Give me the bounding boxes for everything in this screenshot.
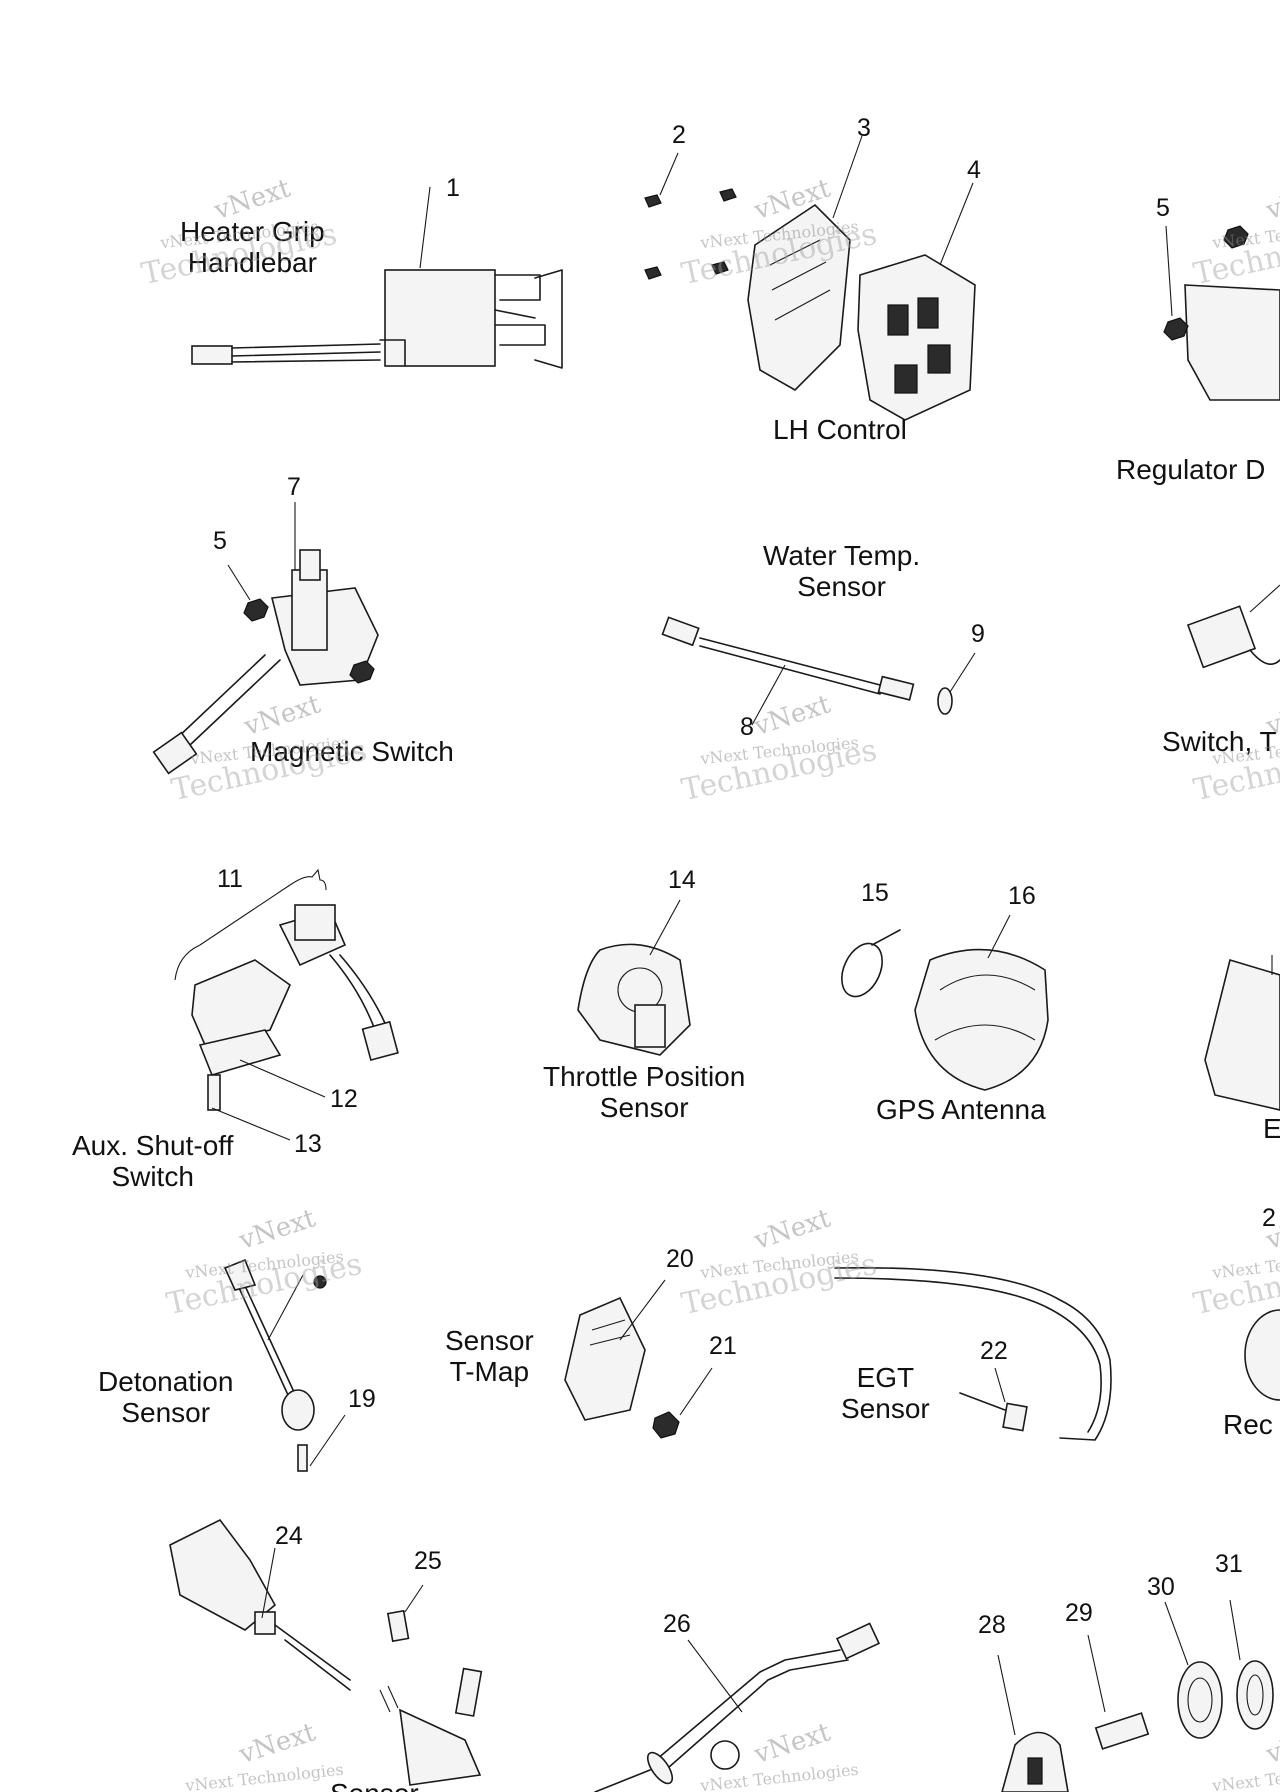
part-rec-cut: [1244, 1309, 1280, 1401]
part-magnetic-switch: [152, 502, 379, 775]
callout-31: 31: [1215, 1550, 1243, 1578]
callout-3: 3: [857, 114, 871, 142]
caption-lh-control: LH Control: [773, 414, 907, 445]
part-cable: [594, 1622, 881, 1792]
part-throttle-sensor: [577, 899, 691, 1056]
callout-16: 16: [1008, 882, 1036, 910]
part-speed-sensor: [169, 1518, 483, 1786]
callout-19: 19: [348, 1385, 376, 1413]
part-switch-t: [1186, 584, 1280, 669]
callout-25: 25: [414, 1547, 442, 1575]
caption-magnetic-switch: Magnetic Switch: [250, 736, 454, 767]
callout-5-mid: 5: [213, 527, 227, 555]
callout-28: 28: [978, 1611, 1006, 1639]
part-gps-antenna: [841, 914, 1049, 1091]
callout-4: 4: [967, 156, 981, 184]
part-detonation-sensor: [223, 1258, 346, 1472]
caption-bottom-sensor: Sensor: [330, 1778, 419, 1792]
callout-26: 26: [663, 1610, 691, 1638]
part-e-cut: [1204, 955, 1280, 1111]
caption-gps-antenna: GPS Antenna: [876, 1094, 1046, 1125]
callout-11: 11: [217, 865, 243, 893]
callout-24: 24: [275, 1522, 303, 1550]
caption-switch-t: Switch, T: [1162, 726, 1277, 757]
caption-egt: EGT Sensor: [841, 1362, 930, 1424]
caption-throttle-position: Throttle Position Sensor: [543, 1061, 746, 1123]
caption-e-cut: E: [1263, 1113, 1280, 1144]
part-heater-grip: [191, 186, 563, 369]
part-tmap-sensor: [564, 1279, 713, 1439]
caption-rec: Rec: [1223, 1409, 1273, 1440]
callout-22: 22: [980, 1337, 1008, 1365]
callout-29: 29: [1065, 1599, 1093, 1627]
callout-5-top: 5: [1156, 194, 1170, 222]
caption-tmap: Sensor T-Map: [445, 1325, 534, 1387]
callout-13: 13: [294, 1130, 322, 1158]
part-water-temp-sensor: [661, 616, 976, 726]
caption-regulator: Regulator D: [1116, 454, 1266, 485]
part-lh-control: [644, 135, 976, 421]
callout-12: 12: [330, 1085, 358, 1113]
callout-30: 30: [1147, 1573, 1175, 1601]
callout-14: 14: [668, 866, 696, 894]
caption-heater-grip: Heater Grip Handlebar: [180, 216, 325, 278]
part-egt-sensor: [834, 1266, 1112, 1441]
part-regulator: [1163, 225, 1280, 401]
callout-8: 8: [740, 713, 754, 741]
callout-15: 15: [861, 879, 889, 907]
callout-9: 9: [971, 620, 985, 648]
callout-20: 20: [666, 1245, 694, 1273]
part-aux-switch: [174, 868, 399, 1141]
callout-21: 21: [709, 1332, 737, 1360]
part-key-switch: [997, 1599, 1274, 1792]
caption-aux-shutoff: Aux. Shut-off Switch: [72, 1130, 234, 1192]
callout-23-partial: 2: [1262, 1204, 1276, 1232]
callout-7: 7: [287, 473, 301, 501]
callout-1: 1: [446, 174, 460, 202]
caption-detonation: Detonation Sensor: [98, 1366, 234, 1428]
caption-water-temp: Water Temp. Sensor: [763, 540, 921, 602]
callout-2: 2: [672, 121, 686, 149]
